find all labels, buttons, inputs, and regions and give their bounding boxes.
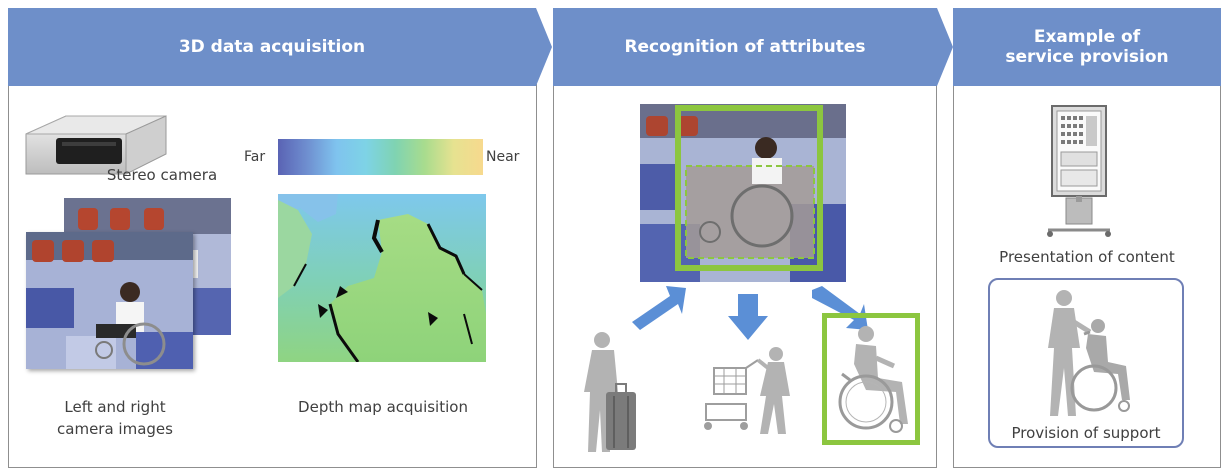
traveler-silhouette-icon [584, 332, 636, 452]
stage-title-recognition: Recognition of attributes [624, 36, 866, 57]
support-provision-label: Provision of support [1011, 424, 1161, 442]
arrow-to-traveler-icon [632, 286, 686, 330]
stereo-camera-icon [25, 115, 167, 175]
banner-3d-acquisition [8, 8, 552, 86]
stage-title-service-line1: Example of [1033, 26, 1141, 47]
caregiver-pushing-wheelchair-icon [1048, 290, 1130, 416]
support-highlight-box [988, 278, 1184, 448]
digital-signage-icon [1047, 105, 1111, 237]
recognition-image [640, 104, 846, 282]
stage-title-service-line2: service provision [1005, 47, 1169, 67]
wheelchair-silhouette-icon [838, 326, 908, 433]
camera-images-label-line2: camera images [57, 420, 173, 438]
stereo-camera-label: Stereo camera [106, 166, 218, 184]
banner-service [953, 8, 1221, 86]
depth-color-scale [278, 139, 483, 175]
left-camera-image [26, 232, 193, 369]
wheelchair-highlight-box [822, 313, 920, 445]
banner-recognition [553, 8, 953, 86]
content-presentation-label: Presentation of content [999, 248, 1175, 266]
stage-title-service: Example of service provision [953, 8, 1221, 86]
depth-scale-gradient [278, 139, 483, 175]
arrow-to-shopper-icon [728, 294, 768, 340]
arrow-to-wheelchair-icon [812, 286, 868, 330]
depth-map-label: Depth map acquisition [298, 398, 468, 416]
scale-far-label: Far [244, 149, 266, 165]
stage-title-3d-acquisition: 3D data acquisition [178, 36, 366, 57]
shopper-silhouette-icon [704, 347, 790, 434]
camera-images-label-line1: Left and right [64, 398, 166, 416]
depth-map-image [278, 194, 486, 362]
scale-near-label: Near [486, 149, 520, 165]
